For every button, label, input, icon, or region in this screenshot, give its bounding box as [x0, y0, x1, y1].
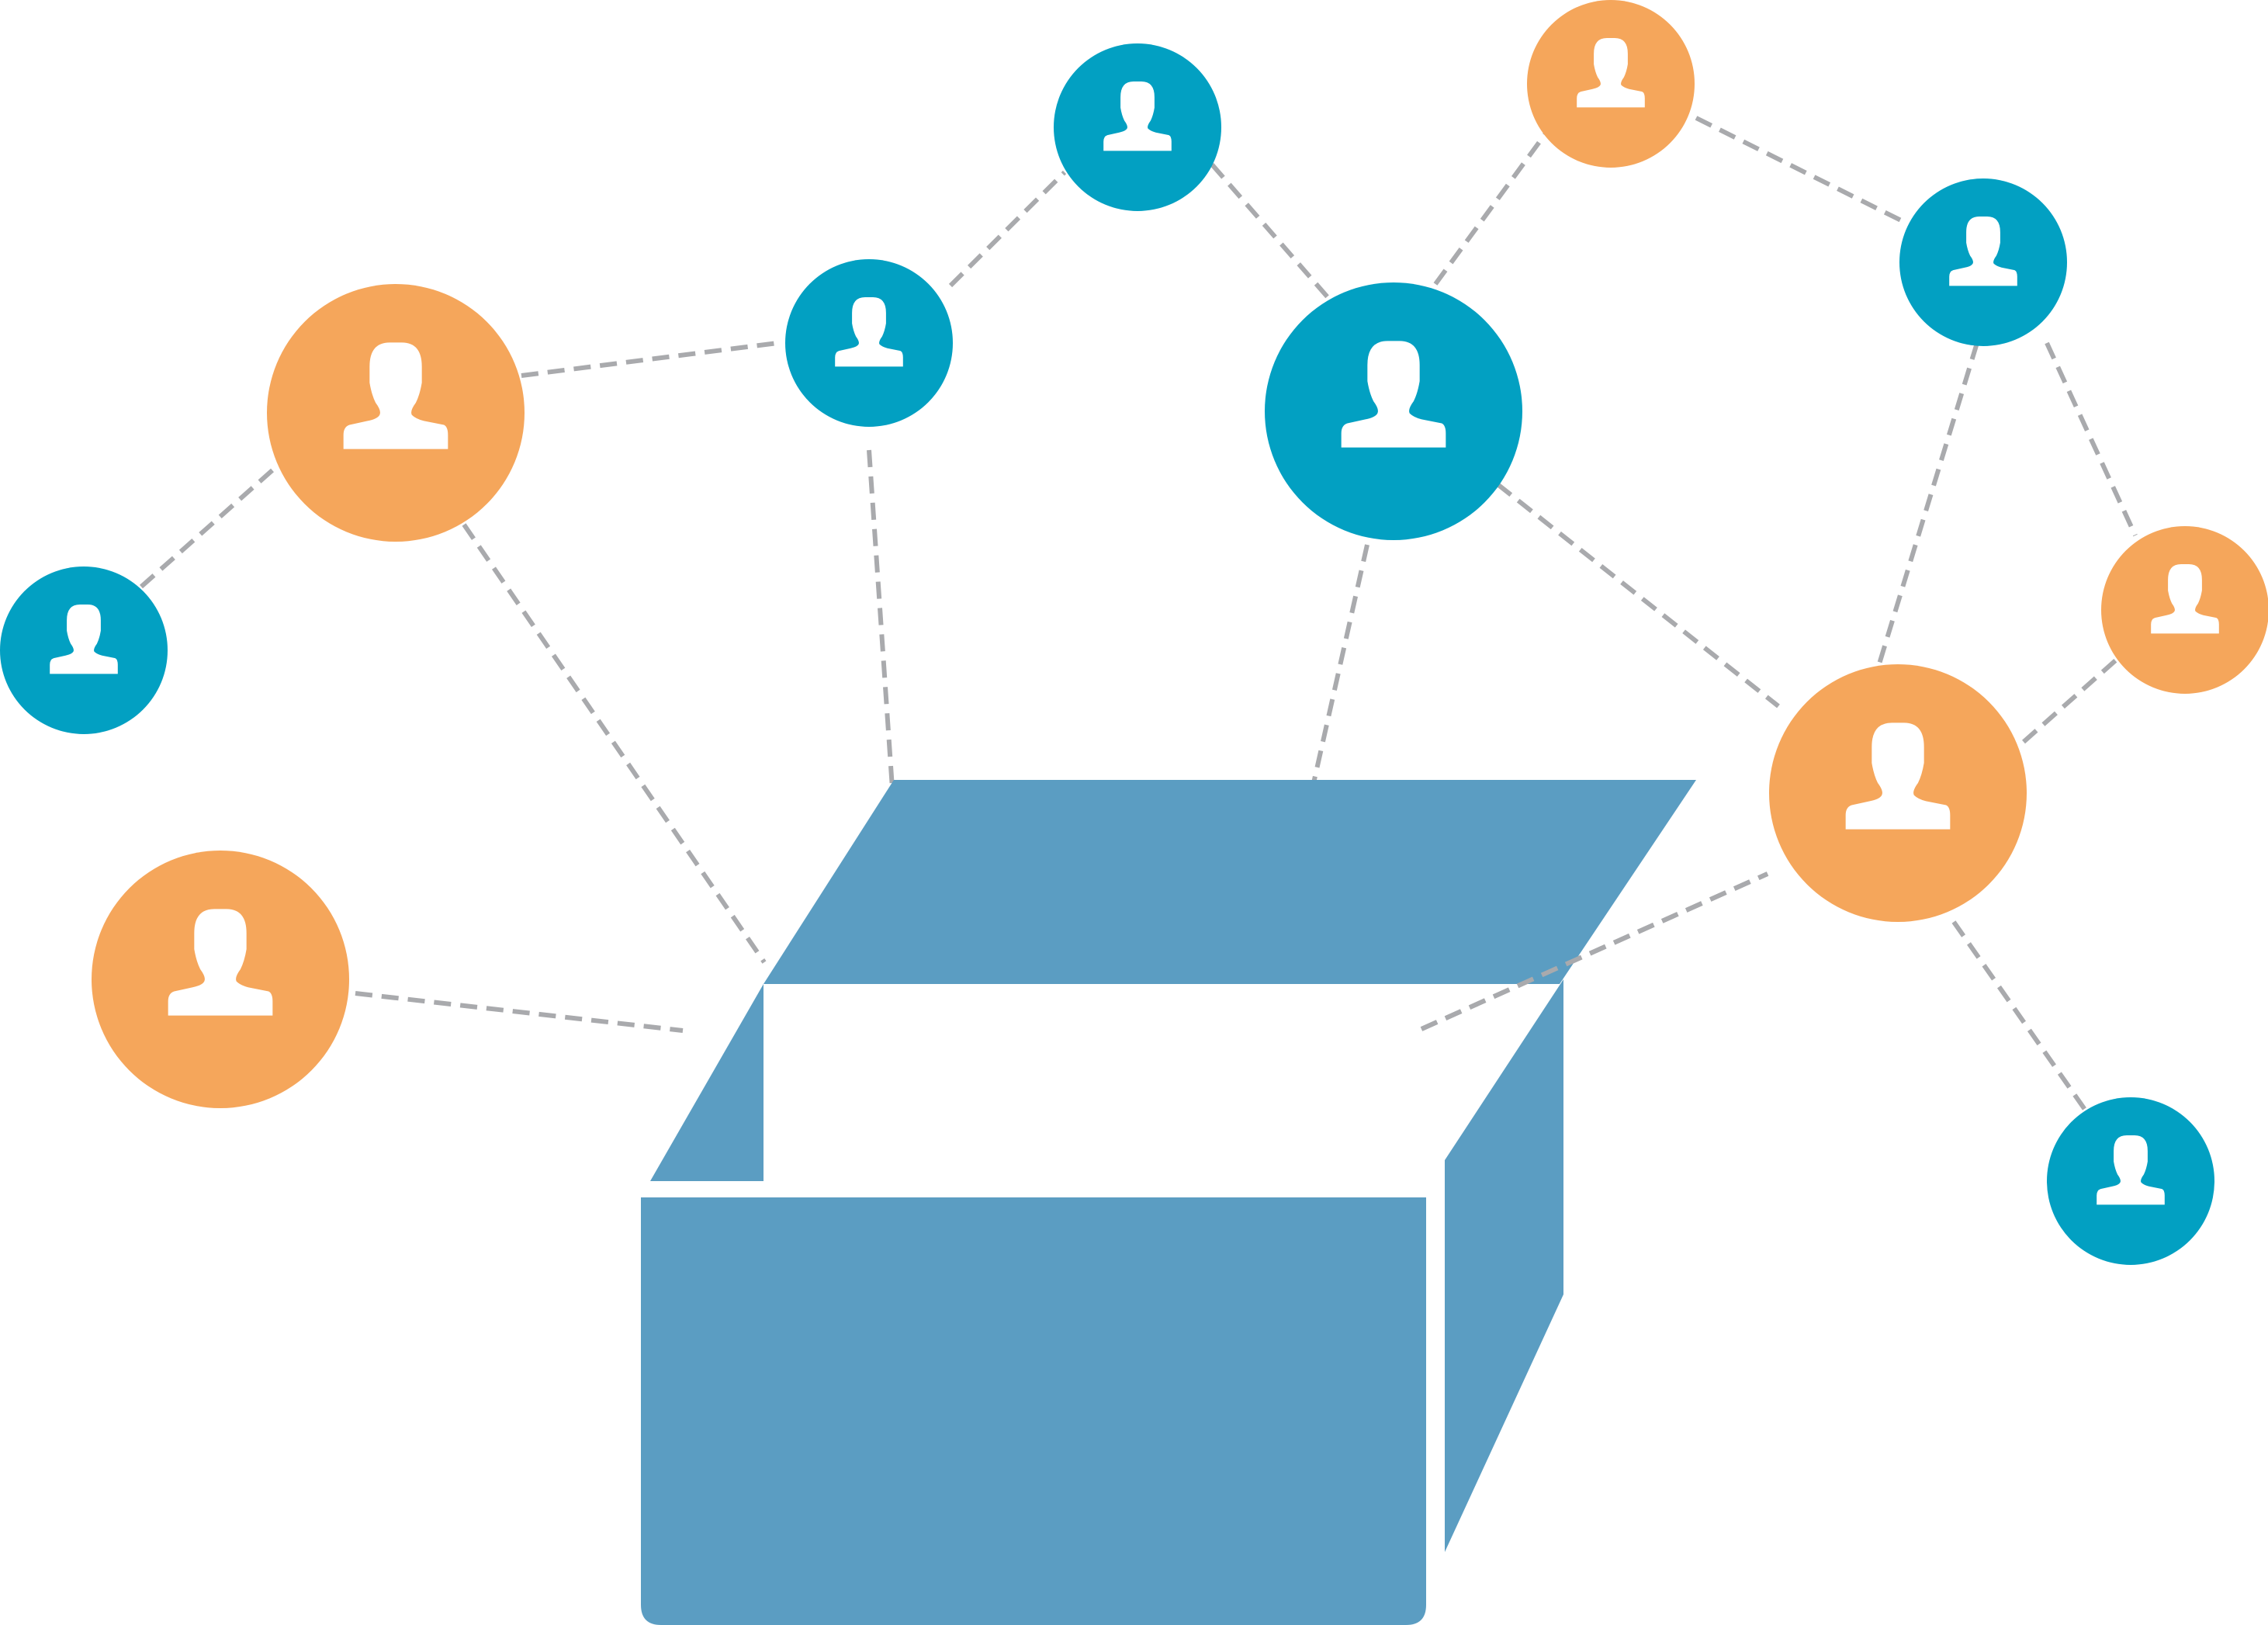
- node-orange-top-right: [1527, 0, 1695, 168]
- connector-line-over-box: [1420, 871, 1769, 1031]
- user-silhouette-icon: [1103, 81, 1172, 151]
- node-blue-center-large: [1265, 282, 1522, 540]
- user-silhouette-icon: [343, 342, 448, 449]
- box-top-flap: [764, 780, 1696, 984]
- node-blue-far-left: [0, 566, 168, 734]
- user-silhouette-icon: [2097, 1135, 2165, 1205]
- node-orange-upper-left: [267, 284, 525, 542]
- node-blue-upper-right: [1899, 178, 2067, 346]
- user-silhouette-icon: [1845, 722, 1951, 830]
- connector-line: [2045, 341, 2138, 537]
- user-silhouette-icon: [50, 605, 118, 674]
- connector-line: [462, 523, 767, 964]
- connector-line: [1210, 163, 1331, 300]
- node-blue-top: [1054, 43, 1221, 211]
- node-blue-center-left: [785, 259, 953, 427]
- node-orange-lower-left: [92, 851, 349, 1108]
- user-silhouette-icon: [1341, 341, 1446, 448]
- connector-line: [1433, 132, 1548, 286]
- box-front-panel: [641, 1197, 1426, 1625]
- connector-line: [1496, 482, 1780, 709]
- connector-line: [2022, 656, 2120, 744]
- node-orange-right: [2101, 526, 2268, 694]
- user-silhouette-icon: [835, 297, 903, 367]
- box-right-side: [1445, 979, 1563, 1552]
- connector-line: [140, 462, 281, 589]
- user-silhouette-icon: [2151, 564, 2219, 634]
- open-box-icon: [641, 780, 1696, 1625]
- user-silhouette-icon: [168, 909, 273, 1016]
- box-left-flap: [650, 984, 764, 1181]
- connector-line: [1875, 342, 1979, 670]
- node-blue-bottom-right: [2047, 1097, 2214, 1265]
- node-orange-lower-right-large: [1769, 664, 2027, 922]
- connector-line: [521, 341, 778, 378]
- connector-line: [1951, 920, 2090, 1114]
- connector-line: [948, 170, 1067, 288]
- connector-line: [1695, 116, 1909, 226]
- connector-line: [355, 991, 684, 1033]
- user-silhouette-icon: [1949, 217, 2017, 286]
- person-nodes: [0, 0, 2268, 1265]
- user-silhouette-icon: [1577, 38, 1645, 108]
- connector-line: [1282, 544, 1369, 915]
